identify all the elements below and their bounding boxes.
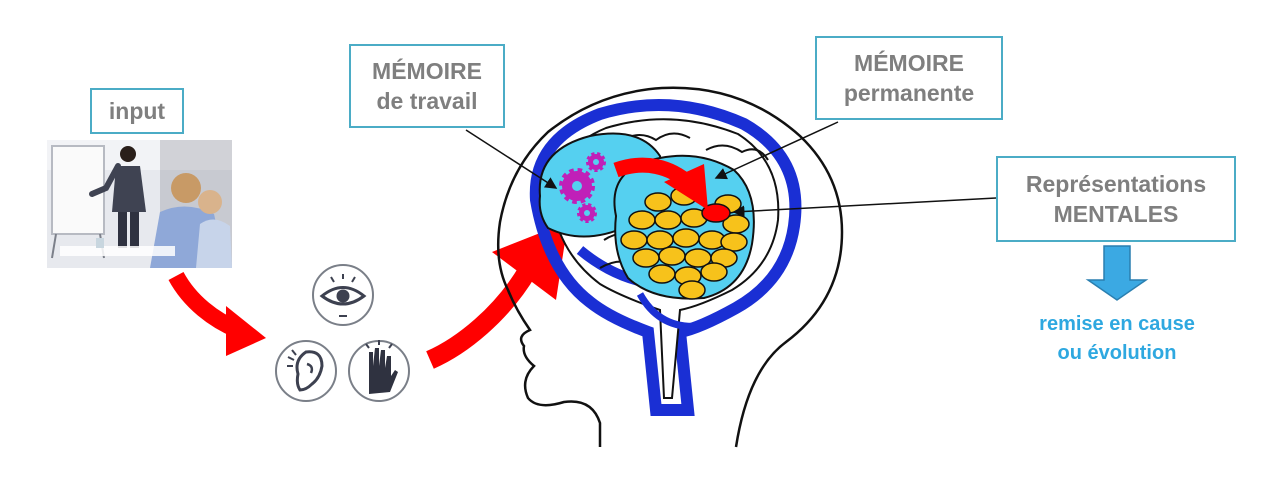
label-mental-representations-line2: MENTALES	[1053, 201, 1179, 227]
note-line2: ou évolution	[1057, 342, 1177, 364]
highlighted-representation	[701, 203, 731, 223]
label-working-memory-line2: de travail	[376, 88, 478, 114]
presentation-photo	[47, 140, 232, 268]
senses-icons	[275, 264, 410, 402]
pointer-permanent-memory	[714, 121, 839, 180]
label-mental-representations-line1: Représentations	[1025, 171, 1207, 197]
note-questioning-evolution: remise en cause ou évolution	[1012, 310, 1222, 368]
eye-icon	[312, 264, 374, 326]
head-silhouette	[496, 86, 844, 448]
label-permanent-memory-line1: MÉMOIRE	[854, 50, 964, 76]
mental-representations-cluster	[620, 186, 750, 300]
arrow-photo-to-senses-head	[226, 306, 266, 356]
label-input-text: input	[108, 98, 166, 124]
arrow-senses-to-brain	[426, 265, 537, 369]
label-working-memory: MÉMOIRE de travail	[349, 44, 505, 128]
gear-icon-medium	[586, 152, 606, 172]
arrow-working-to-permanent-head	[664, 164, 708, 210]
hand-icon	[348, 340, 410, 402]
down-arrow	[1085, 245, 1149, 301]
label-working-memory-line1: MÉMOIRE	[372, 58, 482, 84]
gear-icon-small	[577, 203, 597, 223]
pointer-working-memory	[465, 129, 558, 189]
pointer-representations	[732, 197, 997, 218]
ear-icon	[275, 340, 337, 402]
label-input: input	[90, 88, 184, 134]
label-mental-representations: Représentations MENTALES	[996, 156, 1236, 242]
gear-icon-large	[559, 168, 595, 204]
note-line1: remise en cause	[1039, 313, 1195, 335]
label-permanent-memory: MÉMOIRE permanente	[815, 36, 1003, 120]
label-permanent-memory-line2: permanente	[843, 80, 975, 106]
